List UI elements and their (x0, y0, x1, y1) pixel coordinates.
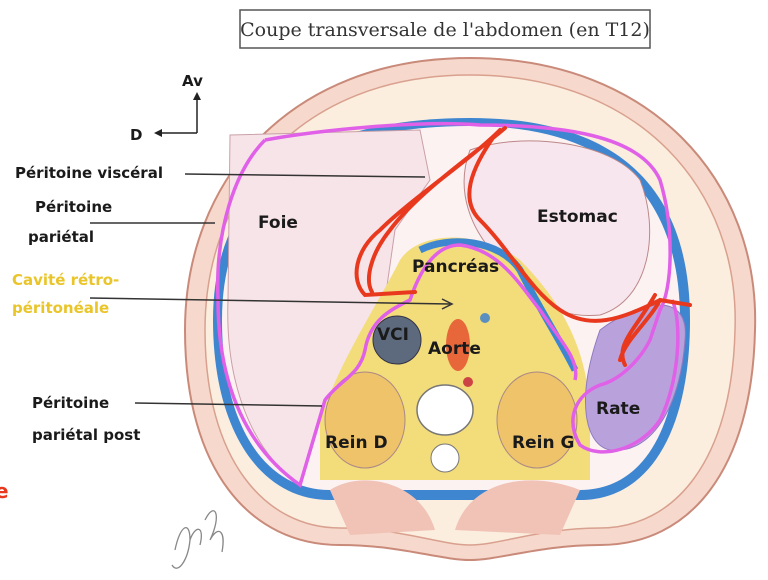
anterior-label: Av (182, 72, 203, 90)
leader-arrowhead (441, 298, 454, 310)
signature-mark (171, 510, 224, 569)
label-cavite-1: Cavité rétro- (12, 271, 119, 289)
title-box (239, 9, 651, 49)
label-pancreas: Pancréas (412, 257, 499, 277)
back-muscle-left (455, 480, 580, 535)
visceral-peritoneum-annotation (354, 126, 692, 367)
back-muscle-right (330, 480, 435, 535)
label-rein-d: Rein D (325, 433, 388, 453)
label-rate: Rate (596, 399, 640, 419)
label-peritoine-visceral: Péritoine viscéral (15, 164, 163, 182)
label-vci: VCI (377, 325, 409, 345)
vertebra (416, 384, 474, 436)
label-estomac: Estomac (537, 207, 618, 227)
small-vessel (480, 313, 490, 323)
label-peritoine-parietal-1: Péritoine (35, 198, 112, 216)
parietal-peritoneum-annotation (264, 121, 680, 454)
vci-vessel (372, 315, 422, 365)
label-foie: Foie (258, 213, 298, 233)
label-post-2: pariétal post (32, 426, 140, 444)
cut-off-letter: e (0, 479, 9, 503)
right-label: D (130, 126, 142, 144)
label-cavite-2: péritonéale (12, 299, 109, 317)
anterior-arrowhead (193, 92, 201, 100)
leader-line (134, 402, 323, 407)
label-peritoine-parietal-2: pariétal (28, 228, 94, 246)
label-aorte: Aorte (428, 339, 481, 359)
aorta-vessel (446, 319, 470, 371)
title: Coupe transversale de l'abdomen (en T12) (240, 19, 650, 41)
right-arrowhead (154, 129, 162, 137)
label-rein-g: Rein G (512, 433, 574, 453)
left-kidney (496, 371, 578, 469)
small-vessel (463, 377, 473, 387)
right-kidney (324, 371, 406, 469)
label-post-1: Péritoine (32, 394, 109, 412)
spinal-canal (430, 443, 460, 473)
leader-arrow (89, 297, 451, 305)
leader-line (184, 173, 426, 178)
